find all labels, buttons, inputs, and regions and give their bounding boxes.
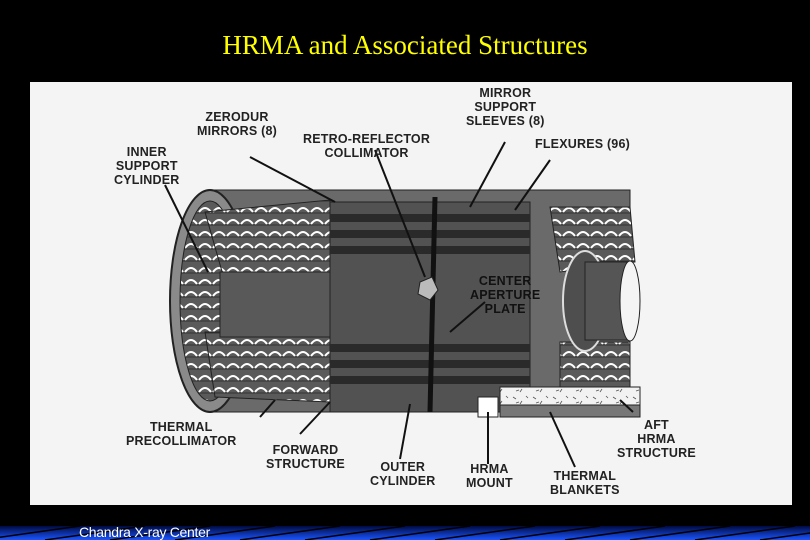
hrma-diagram: ZERODUR MIRRORS (8) INNER SUPPORT CYLIND… [30, 82, 792, 505]
label-inner-support-cylinder: INNER SUPPORT CYLINDER [114, 145, 180, 187]
footer-stripe [0, 522, 810, 540]
center-section [329, 196, 531, 413]
inner-support-cylinder-shape [219, 271, 336, 338]
footer-stripe-graphic [0, 525, 810, 540]
label-zerodur-mirrors: ZERODUR MIRRORS (8) [197, 110, 277, 138]
forward-mirror-shells [204, 199, 331, 403]
label-center-aperture-plate: CENTER APERTURE PLATE [470, 274, 541, 316]
label-mirror-support-sleeves: MIRROR SUPPORT SLEEVES (8) [466, 86, 545, 128]
footer-organization-name: Chandra X-ray Center [79, 524, 210, 540]
thermal-blankets-shape [499, 404, 641, 418]
slide-title: HRMA and Associated Structures [222, 30, 588, 60]
label-outer-cylinder: OUTER CYLINDER [370, 460, 436, 488]
label-forward-structure: FORWARD STRUCTURE [266, 443, 345, 471]
label-thermal-blankets: THERMAL BLANKETS [550, 469, 620, 497]
label-aft-hrma-structure: AFT HRMA STRUCTURE [617, 418, 696, 460]
aft-mirror-shells [549, 206, 641, 398]
aft-hrma-structure-shape [499, 386, 641, 406]
hrma-cutaway-drawing [164, 141, 641, 468]
label-retro-reflector-collimator: RETRO-REFLECTOR COLLIMATOR [303, 132, 431, 160]
leader-lines [164, 141, 634, 468]
label-thermal-precollimator: THERMAL PRECOLLIMATOR [126, 420, 237, 448]
label-flexures: FLEXURES (96) [535, 137, 630, 151]
label-hrma-mount: HRMA MOUNT [466, 462, 513, 490]
